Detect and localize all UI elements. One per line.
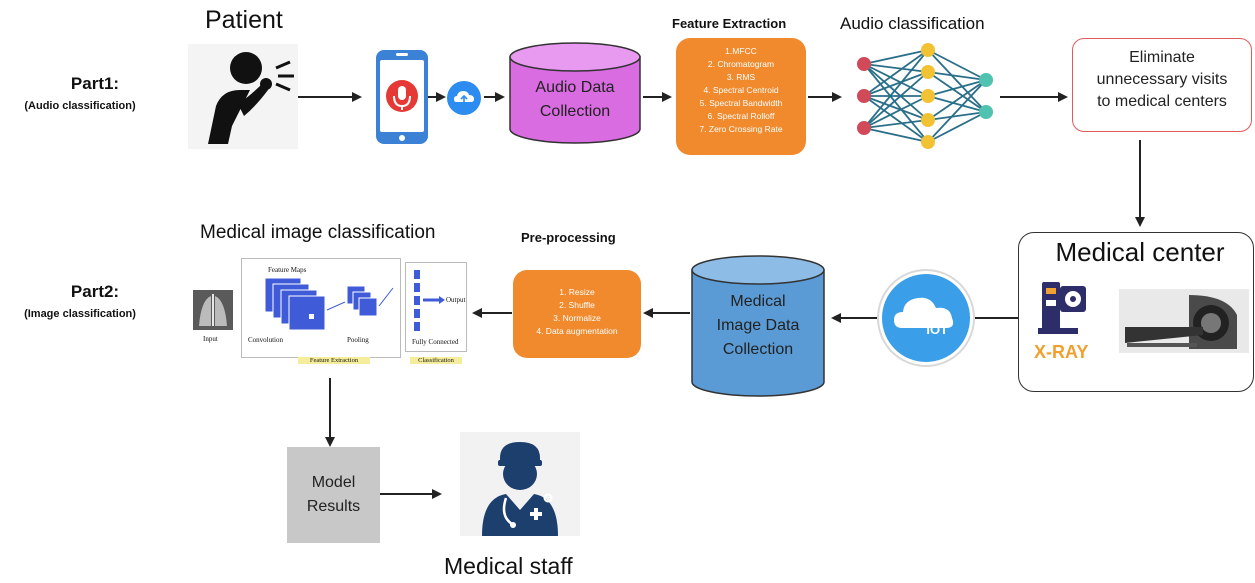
preprocessing-item: 2. Shuffle — [559, 300, 595, 310]
model-results-line: Results — [306, 498, 361, 515]
feature-item: 4. Spectral Centroid — [703, 85, 779, 95]
preprocessing-item: 1. Resize — [559, 287, 595, 297]
medical-image-label-line: Collection — [722, 341, 794, 358]
doctor-icon — [460, 432, 580, 536]
chest-xray-icon — [193, 290, 233, 330]
preprocessing-title: Pre-processing — [521, 230, 616, 245]
audio-classification-title: Audio classification — [840, 14, 985, 33]
cnn-classification-panel — [405, 262, 467, 352]
outcome-callout: Eliminate unnecessary visits to medical … — [1072, 38, 1252, 132]
cnn-feature-extraction-tag: Feature Extraction — [298, 357, 370, 364]
cnn-architecture-diagram — [264, 270, 445, 331]
cloud-upload-icon — [447, 81, 481, 115]
medical-image-label: Medical Image Data Collection — [690, 290, 826, 362]
cnn-output-label: Output — [446, 296, 466, 304]
callout-line: Eliminate — [1129, 49, 1195, 66]
neural-network-icon — [857, 43, 993, 149]
feature-extraction-title: Feature Extraction — [672, 16, 787, 31]
xray-label: X-RAY — [1034, 342, 1089, 362]
smartphone-microphone-icon — [376, 50, 428, 144]
audio-data-label-line1: Audio Data — [535, 79, 615, 96]
cnn-pooling-label: Pooling — [347, 336, 369, 344]
medical-center-label: Medical center — [1055, 237, 1225, 267]
preprocessing-box: 1. Resize 2. Shuffle 3. Normalize 4. Dat… — [513, 270, 641, 358]
cnn-classification-tag: Classification — [410, 357, 462, 364]
ct-scanner-icon — [1119, 289, 1249, 353]
part2-subtitle: (Image classification) — [24, 308, 136, 320]
preprocessing-item: 3. Normalize — [553, 313, 601, 323]
model-results-box: Model Results — [287, 447, 380, 543]
feature-item: 1.MFCC — [725, 46, 757, 56]
patient-label: Patient — [205, 6, 283, 34]
medical-image-label-line: Image Data — [716, 317, 800, 334]
cnn-input-label: Input — [203, 335, 218, 343]
feature-item: 2. Chromatogram — [707, 59, 775, 69]
iot-cloud-icon — [877, 269, 975, 367]
medical-image-label-line: Medical — [730, 293, 786, 310]
feature-extraction-box: 1.MFCC 2. Chromatogram 3. RMS 4. Spectra… — [676, 38, 806, 155]
model-results-line: Model — [311, 474, 356, 491]
medical-image-cylinder — [691, 255, 825, 397]
feature-item: 3. RMS — [726, 72, 756, 82]
feature-item: 7. Zero Crossing Rate — [699, 124, 783, 134]
part1-subtitle: (Audio classification) — [24, 100, 136, 112]
cnn-fully-connected-label: Fully Connected — [412, 338, 459, 346]
cnn-feature-maps-label: Feature Maps — [268, 266, 307, 274]
xray-machine-icon — [1038, 282, 1086, 334]
cnn-convolution-label: Convolution — [248, 336, 284, 344]
iot-label: IOT — [926, 322, 948, 337]
audio-data-cylinder — [509, 42, 641, 144]
medical-staff-label: Medical staff — [444, 553, 573, 579]
coughing-person-icon — [188, 44, 298, 149]
feature-item: 6. Spectral Rolloff — [707, 111, 775, 121]
medical-image-classification-title: Medical image classification — [200, 222, 436, 243]
part1-title: Part1: — [70, 74, 120, 93]
callout-line: unnecessary visits — [1096, 71, 1228, 88]
feature-item: 5. Spectral Bandwidth — [699, 98, 783, 108]
audio-data-label-line2: Collection — [539, 103, 611, 120]
part2-title: Part2: — [70, 282, 120, 301]
callout-line: to medical centers — [1097, 93, 1227, 110]
audio-data-label: Audio Data Collection — [508, 76, 642, 124]
preprocessing-item: 4. Data augmentation — [536, 326, 618, 336]
